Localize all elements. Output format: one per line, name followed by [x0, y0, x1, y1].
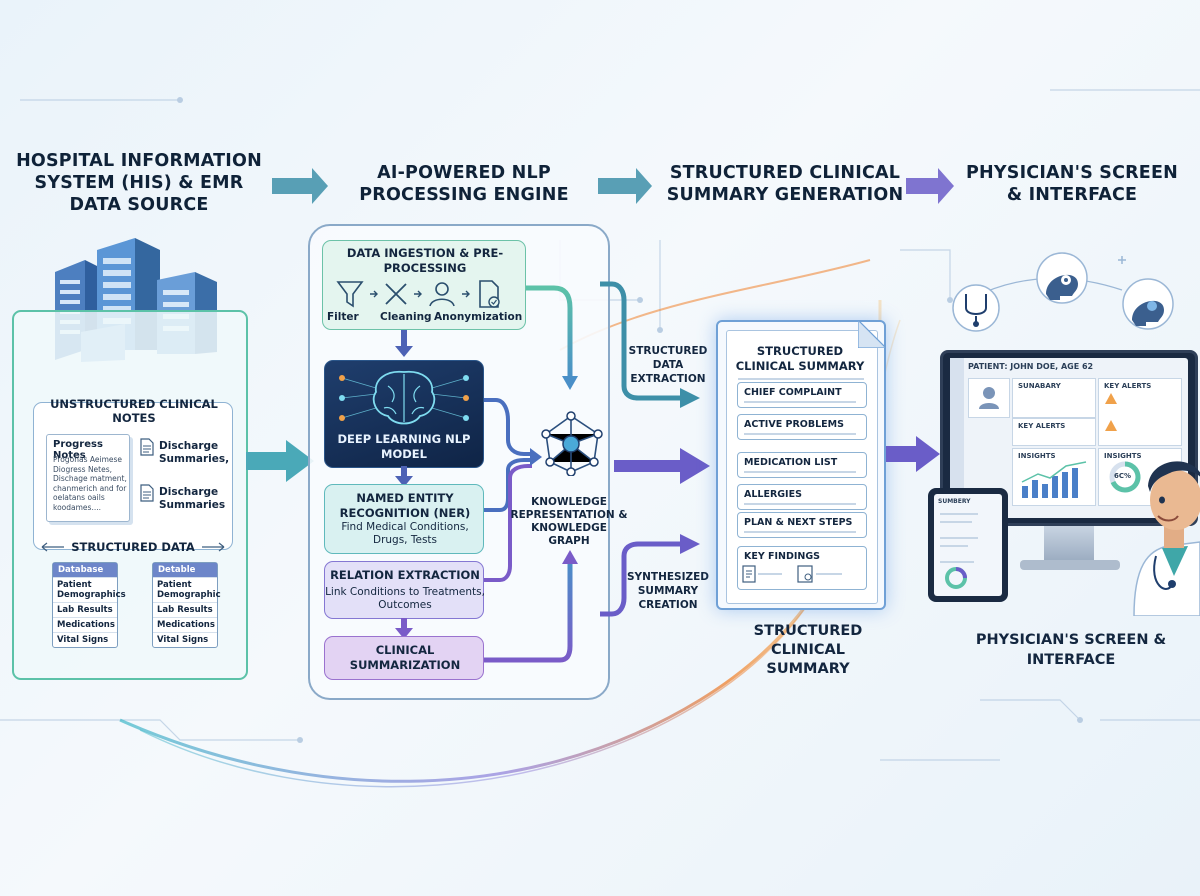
summary-document-title: STRUCTURED CLINICAL SUMMARY	[735, 344, 865, 373]
structured-extraction-label: STRUCTURED DATA EXTRACTION	[628, 345, 708, 385]
monitor-stand	[1044, 526, 1094, 562]
detable-table: Detable Patient Demographic Lab Results …	[152, 562, 221, 648]
summary-caption: STRUCTURED CLINICAL SUMMARY	[753, 623, 863, 677]
key-findings-icons	[742, 565, 842, 583]
his-header: HOSPITAL INFORMATION SYSTEM (HIS) & EMR …	[16, 151, 262, 215]
preprocessing-icons	[336, 280, 500, 308]
document-check-icon	[479, 280, 499, 308]
down-arrow	[395, 466, 413, 487]
progress-notes-document: Progress Notes Progonas Aeimese Diogress…	[46, 434, 130, 522]
gauge-ring-icon	[1109, 461, 1141, 493]
doctor-illustration	[1133, 461, 1200, 616]
ner-title: NAMED ENTITY RECOGNITION (NER)	[339, 491, 471, 520]
physician-caption: PHYSICIAN'S SCREEN & INTERFACE	[975, 632, 1167, 668]
discharge-summaries-label-2: Discharge Summaries	[159, 486, 226, 511]
key-alerts-panel-2: KEY ALERTS	[1012, 418, 1096, 446]
physician-header: PHYSICIAN'S SCREEN & INTERFACE	[966, 163, 1178, 205]
down-arrow	[395, 618, 413, 639]
relation-extraction-description: Link Conditions to Treatments, Outcomes	[325, 586, 485, 611]
filter-icon	[336, 281, 364, 308]
patient-avatar-card	[968, 378, 1010, 418]
tablet-content	[940, 513, 978, 589]
summary-to-screen-arrow	[886, 436, 940, 472]
section-active-problems: ACTIVE PROBLEMS	[737, 414, 867, 440]
ner-description: Find Medical Conditions, Drugs, Tests	[341, 521, 469, 546]
gauge-value: 6C%	[1114, 472, 1132, 480]
avatar-icon	[979, 387, 999, 409]
discharge-summaries-label-1: Discharge Summaries,	[159, 440, 230, 465]
progress-notes-label: Progress Notes	[53, 439, 103, 461]
section-chief-complaint: CHIEF COMPLAINT	[737, 382, 867, 408]
section-key-findings: KEY FINDINGS	[737, 546, 867, 590]
table-row: Lab Results	[153, 602, 217, 617]
structured-data-divider	[41, 542, 225, 552]
header-arrow-1	[272, 168, 328, 204]
section-allergies: ALLERGIES	[737, 484, 867, 510]
database-table: Database Patient Demographics Lab Result…	[52, 562, 126, 648]
step-filter-label: Filter	[327, 311, 359, 323]
ner-box: NAMED ENTITY RECOGNITION (NER) Find Medi…	[324, 484, 484, 554]
summary-panel: SUNABARY	[1012, 378, 1096, 418]
table-row: Patient Demographic	[153, 577, 221, 602]
knowledge-graph-label: KNOWLEDGE REPRESENTATION & KNOWLEDGE GRA…	[510, 496, 628, 547]
stethoscope-icon	[965, 294, 987, 315]
table-row: Vital Signs	[53, 632, 117, 647]
divider	[738, 378, 864, 380]
nlp-header: AI-POWERED NLP PROCESSING ENGINE	[359, 163, 569, 205]
section-plan-next-steps: PLAN & NEXT STEPS	[737, 512, 867, 538]
down-arrow	[395, 330, 413, 357]
data-ingestion-title: DATA INGESTION & PRE-PROCESSING	[346, 246, 504, 275]
section-medication-list: MEDICATION LIST	[737, 452, 867, 478]
progress-notes-text: Progonas Aeimese Diogress Netes, Dischag…	[53, 455, 127, 512]
document-icon	[140, 484, 154, 502]
clinical-summarization-box: CLINICAL SUMMARIZATION	[324, 636, 484, 680]
header-arrow-2	[598, 168, 652, 204]
structured-data-title: STRUCTURED DATA	[71, 540, 195, 554]
patient-label: PATIENT: JOHN DOE, AGE 62	[968, 362, 1094, 371]
synthesized-summary-label: SYNTHESIZED SUMMARY CREATION	[626, 571, 710, 611]
insights-chart-icon	[1021, 461, 1087, 498]
nlp-to-summary-arrows	[600, 281, 710, 617]
database-table-header: Database	[53, 563, 117, 577]
monitor-base	[1020, 560, 1120, 570]
neural-brain-icon	[339, 370, 469, 425]
table-row: Vital Signs	[153, 632, 217, 647]
anonymization-icon	[435, 282, 449, 296]
tablet-title: SUMBERY	[938, 498, 971, 505]
relation-extraction-box: RELATION EXTRACTION Link Conditions to T…	[324, 561, 485, 619]
table-row: Lab Results	[53, 602, 117, 617]
table-row: Medications	[153, 617, 217, 632]
step-cleaning-label: Cleaning	[380, 311, 432, 323]
clinical-summarization-title: CLINICAL SUMMARIZATION	[349, 643, 461, 672]
summary-generation-header: STRUCTURED CLINICAL SUMMARY GENERATION	[666, 163, 904, 205]
cleaning-icon	[385, 283, 407, 305]
table-row: Patient Demographics	[53, 577, 126, 602]
key-alerts-panel: KEY ALERTS	[1098, 378, 1182, 446]
data-ingestion-box: DATA INGESTION & PRE-PROCESSING	[322, 240, 526, 330]
knowledge-graph-icon	[541, 411, 603, 476]
document-icon	[140, 438, 154, 456]
his-to-nlp-arrow	[246, 440, 314, 482]
warning-icon	[1105, 393, 1117, 431]
deep-learning-title: DEEP LEARNING NLP MODEL	[337, 432, 471, 461]
monitor-sidebar	[950, 358, 964, 518]
page-fold-icon	[858, 320, 886, 348]
relation-extraction-title: RELATION EXTRACTION	[330, 568, 480, 582]
header-arrow-3	[906, 168, 954, 204]
detable-table-header: Detable	[153, 563, 217, 577]
unstructured-notes-title: UNSTRUCTURED CLINICAL NOTES	[50, 397, 218, 425]
physician-icons	[952, 252, 1174, 332]
table-row: Medications	[53, 617, 117, 632]
nlp-flow-lines	[484, 285, 578, 663]
step-anonymization-label: Anonymization	[434, 311, 523, 323]
